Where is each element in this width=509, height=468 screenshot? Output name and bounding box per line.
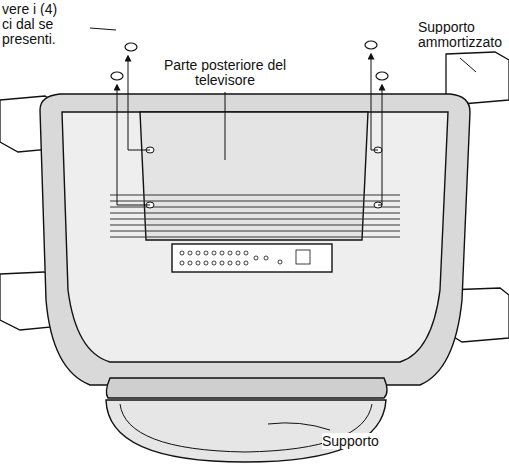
leader-lines <box>225 58 476 430</box>
removal-arrows <box>90 28 382 205</box>
label-text: Supporto <box>322 433 379 449</box>
part-label: Supporto <box>322 434 412 449</box>
label-text: Parte posteriore del televisore <box>164 57 286 88</box>
part-label: Supporto ammortizzato <box>418 20 506 50</box>
part-label: Parte posteriore del televisore <box>150 58 300 88</box>
instruction-note: vere i (4) ci dal se presenti. <box>2 2 58 47</box>
label-text: vere i (4) ci dal se presenti. <box>2 1 57 47</box>
tv-back <box>40 94 470 462</box>
label-text: Supporto ammortizzato <box>418 19 502 50</box>
